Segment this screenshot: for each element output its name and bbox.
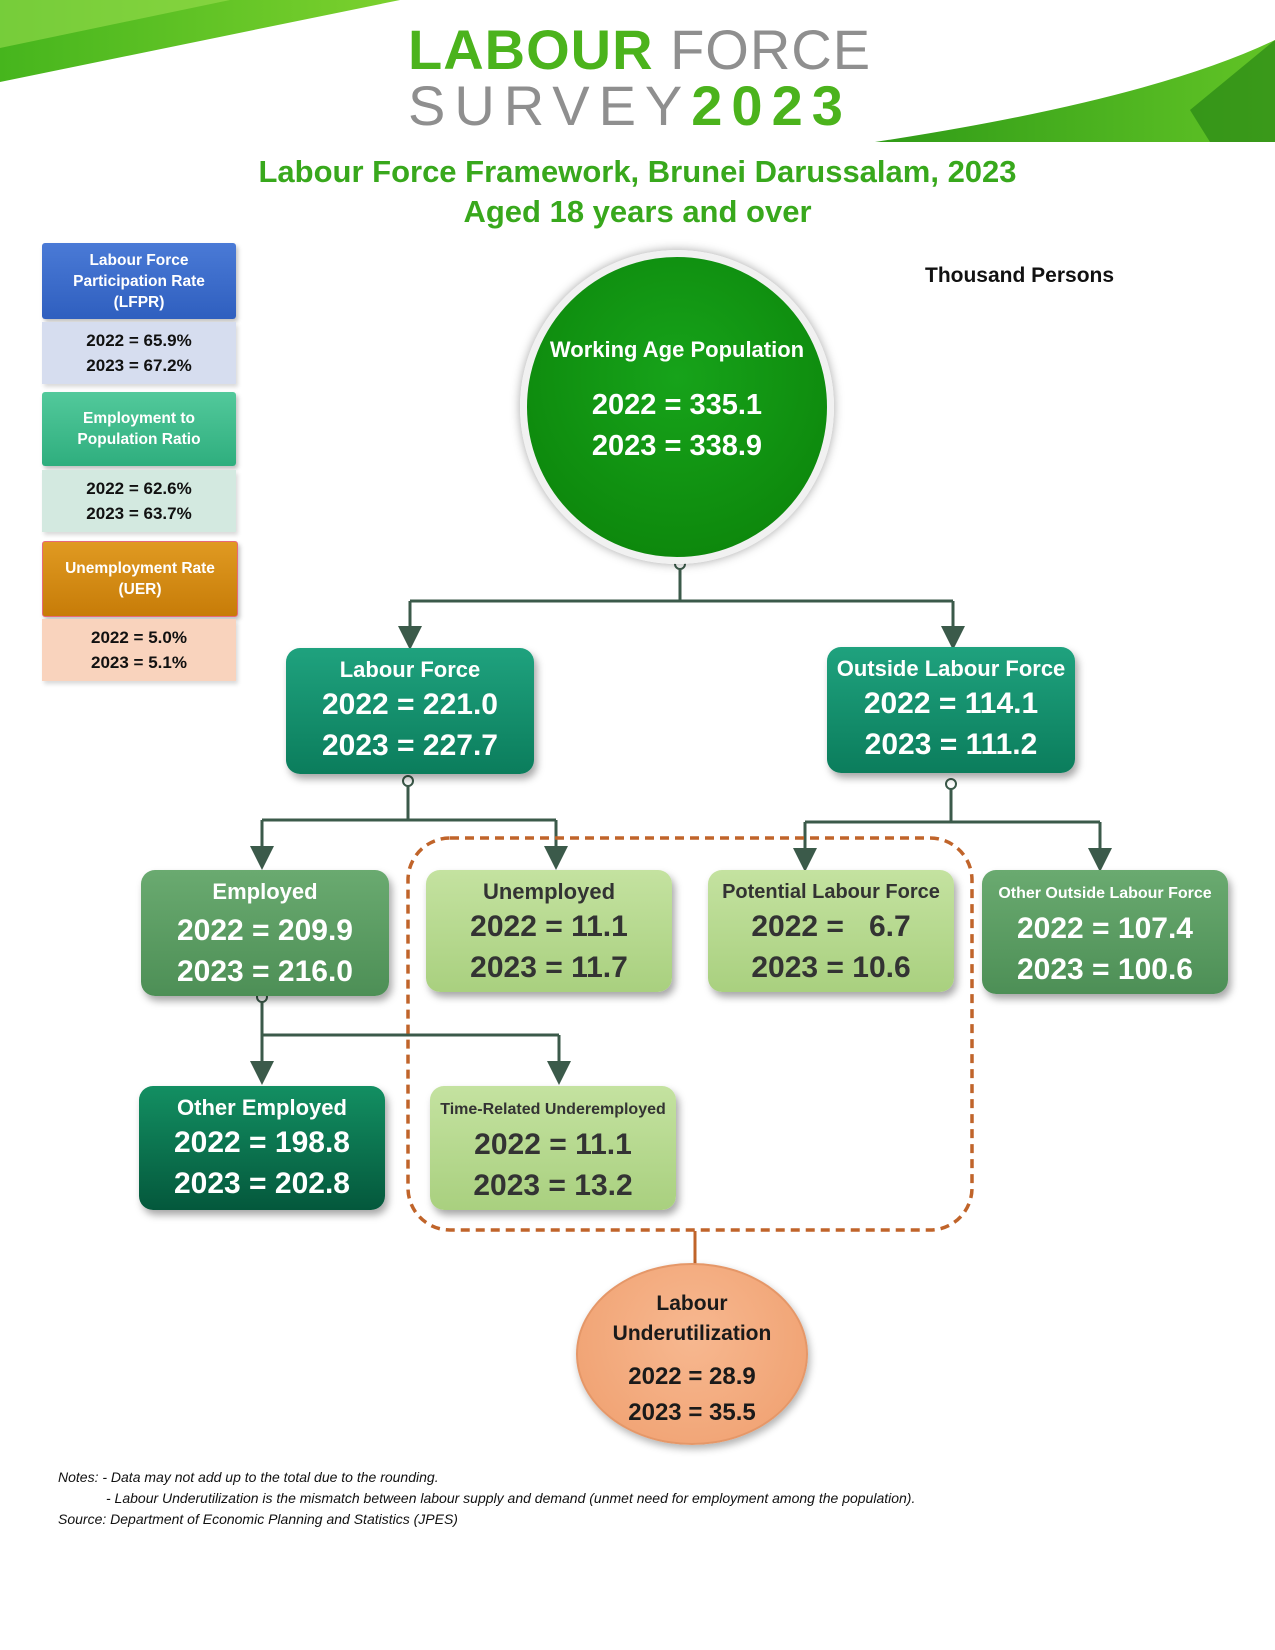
working-age-2023: 2023 = 338.9: [591, 430, 763, 462]
underutilization-2022: 2022 = 28.9: [628, 1363, 756, 1390]
indicator-uer-values: 2022 = 5.0% 2023 = 5.1%: [42, 619, 236, 681]
indicator-lfpr-2022: 2022 = 65.9%: [86, 331, 192, 350]
node-time-related-underemployed: Time-Related Underemployed 2022 = 11.1 2…: [430, 1086, 676, 1210]
node-labour-force: Labour Force 2022 = 221.0 2023 = 227.7: [286, 648, 534, 774]
indicator-lfpr-2023: 2023 = 67.2%: [86, 356, 192, 375]
indicator-uer-label-1: Unemployment Rate: [65, 560, 215, 577]
connector-outside-labour-force: [793, 783, 1112, 872]
outside-labour-force-2023: 2023 = 111.2: [864, 728, 1038, 761]
indicator-lfpr-values: 2022 = 65.9% 2023 = 67.2%: [42, 322, 236, 384]
top-right-swoosh: [875, 40, 1275, 142]
indicator-epr-2023: 2023 = 63.7%: [86, 504, 192, 523]
node-employed: Employed 2022 = 209.9 2023 = 216.0: [141, 870, 389, 996]
indicator-lfpr-label-1: Labour Force: [89, 251, 189, 269]
employed-label: Employed: [212, 879, 318, 904]
other-employed-2022: 2022 = 198.8: [173, 1126, 350, 1159]
connector-labour-force: [250, 780, 568, 870]
other-outside-label: Other Outside Labour Force: [998, 885, 1212, 902]
logo-force: FORCE: [670, 18, 872, 81]
potential-labour-force-2023: 2023 = 10.6: [751, 951, 911, 984]
node-outside-labour-force: Outside Labour Force 2022 = 114.1 2023 =…: [827, 647, 1075, 773]
potential-labour-force-2022: 2022 = 6.7: [751, 910, 911, 943]
unemployed-2022: 2022 = 11.1: [470, 910, 628, 943]
node-unemployed: Unemployed 2022 = 11.1 2023 = 11.7: [426, 870, 672, 992]
underutilization-region: [406, 836, 974, 1232]
other-outside-2023: 2023 = 100.6: [1016, 953, 1193, 986]
connector-working-age: [398, 562, 965, 650]
unemployed-label: Unemployed: [482, 879, 616, 904]
node-other-employed: Other Employed 2022 = 198.8 2023 = 202.8: [139, 1086, 385, 1210]
indicator-epr-values: 2022 = 62.6% 2023 = 63.7%: [42, 470, 236, 532]
underutilization-2023: 2023 = 35.5: [628, 1399, 756, 1426]
top-right-swoosh-highlight: [1190, 40, 1275, 142]
logo-survey: SURVEY: [408, 74, 692, 137]
node-labour-underutilization: Labour Underutilization 2022 = 28.9 2023…: [576, 1263, 808, 1445]
units-label: Thousand Persons: [925, 264, 1115, 287]
working-age-label: Working Age Population: [549, 337, 805, 362]
indicator-uer-2023: 2023 = 5.1%: [91, 653, 187, 672]
indicator-epr-header: Employment to Population Ratio: [42, 392, 236, 466]
note-rounding: Notes: - Data may not add up to the tota…: [58, 1469, 439, 1485]
labour-force-2022: 2022 = 221.0: [321, 688, 498, 721]
indicator-epr-label-2: Population Ratio: [77, 431, 201, 448]
connector-employed: [250, 997, 571, 1085]
logo-year: 2023: [691, 74, 852, 137]
employed-2022: 2022 = 209.9: [176, 914, 353, 947]
other-employed-label: Other Employed: [177, 1095, 347, 1120]
other-employed-2023: 2023 = 202.8: [173, 1167, 350, 1200]
logo-labour: LABOUR: [408, 18, 654, 81]
node-working-age-population: Working Age Population 2022 = 335.1 2023…: [520, 250, 834, 564]
outside-labour-force-label: Outside Labour Force: [836, 656, 1066, 681]
potential-labour-force-label: Potential Labour Force: [722, 881, 940, 903]
other-outside-2022: 2022 = 107.4: [1016, 912, 1193, 945]
indicator-lfpr-label-2: Participation Rate: [73, 272, 205, 290]
working-age-2022: 2022 = 335.1: [591, 389, 763, 421]
node-potential-labour-force: Potential Labour Force 2022 = 6.7 2023 =…: [708, 870, 954, 992]
node-other-outside-labour-force: Other Outside Labour Force 2022 = 107.4 …: [982, 870, 1228, 994]
underutilization-label-2: Underutilization: [612, 1322, 772, 1345]
page-title-line1: Labour Force Framework, Brunei Darussala…: [258, 154, 1017, 189]
page-title-line2: Aged 18 years and over: [463, 194, 812, 229]
note-underutilization: - Labour Underutilization is the mismatc…: [106, 1490, 916, 1506]
notes-block: Notes: - Data may not add up to the tota…: [58, 1467, 915, 1530]
labour-force-label: Labour Force: [339, 657, 481, 682]
underutilization-label-1: Labour: [656, 1292, 728, 1315]
indicator-epr-2022: 2022 = 62.6%: [86, 479, 192, 498]
labour-force-2023: 2023 = 227.7: [321, 729, 498, 762]
indicator-lfpr-label-3: (LFPR): [113, 293, 165, 311]
survey-logo: LABOUR FORCE SURVEY2023: [408, 22, 870, 137]
indicator-uer-label-2: (UER): [118, 581, 162, 598]
unemployed-2023: 2023 = 11.7: [470, 951, 628, 984]
indicator-uer-header: Unemployment Rate (UER): [42, 541, 238, 617]
time-related-2023: 2023 = 13.2: [473, 1169, 633, 1202]
outside-labour-force-2022: 2022 = 114.1: [863, 687, 1039, 720]
indicator-uer-2022: 2022 = 5.0%: [91, 628, 187, 647]
indicator-lfpr-header: Labour Force Participation Rate (LFPR): [42, 243, 236, 319]
top-left-swoosh-highlight: [0, 0, 230, 48]
note-source: Source: Department of Economic Planning …: [58, 1511, 458, 1527]
employed-2023: 2023 = 216.0: [176, 955, 353, 988]
time-related-label: Time-Related Underemployed: [440, 1101, 666, 1118]
indicator-epr-label-1: Employment to: [83, 410, 195, 427]
time-related-2022: 2022 = 11.1: [474, 1128, 632, 1161]
